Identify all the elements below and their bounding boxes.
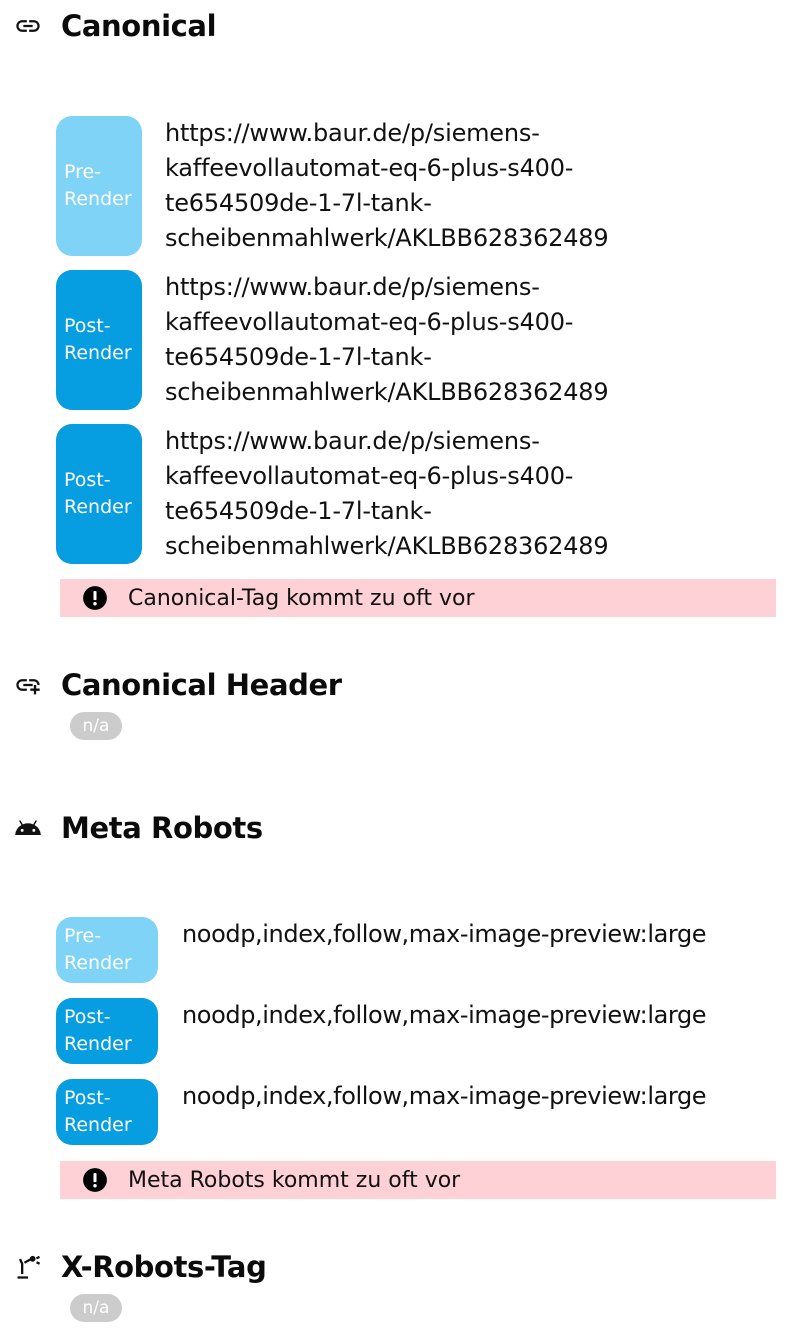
- canonical-heading: Canonical: [12, 6, 217, 46]
- exclamation-circle-icon: [82, 1167, 108, 1193]
- link-add-icon: [12, 669, 44, 701]
- pre-render-badge: Pre- Render: [56, 917, 158, 983]
- robotic-arm-icon: [12, 1251, 44, 1283]
- post-render-badge: Post- Render: [56, 1079, 158, 1145]
- meta-robots-row-post-render: Post- Render noodp,index,follow,max-imag…: [56, 998, 707, 1064]
- canonical-url: https://www.baur.de/p/siemens- kaffeevol…: [165, 119, 609, 252]
- android-robot-icon: [12, 812, 44, 844]
- x-robots-tag-title: X-Robots-Tag: [61, 1250, 267, 1284]
- post-render-badge: Post- Render: [56, 424, 142, 564]
- post-render-badge: Post- Render: [56, 998, 158, 1064]
- meta-robots-row-post-render: Post- Render noodp,index,follow,max-imag…: [56, 1079, 707, 1145]
- warning-text: Canonical-Tag kommt zu oft vor: [128, 585, 475, 611]
- warning-text: Meta Robots kommt zu oft vor: [128, 1167, 461, 1193]
- canonical-header-heading: Canonical Header: [12, 665, 342, 705]
- post-render-badge: Post- Render: [56, 270, 142, 410]
- meta-robots-row-pre-render: Pre- Render noodp,index,follow,max-image…: [56, 917, 707, 983]
- x-robots-tag-heading: X-Robots-Tag: [12, 1247, 267, 1287]
- status-badge: n/a: [70, 712, 122, 740]
- pre-render-badge: Pre- Render: [56, 116, 142, 256]
- exclamation-circle-icon: [82, 585, 108, 611]
- canonical-title: Canonical: [61, 9, 217, 43]
- meta-robots-warning: Meta Robots kommt zu oft vor: [60, 1161, 776, 1199]
- canonical-url: https://www.baur.de/p/siemens- kaffeevol…: [165, 273, 609, 406]
- canonical-url: https://www.baur.de/p/siemens- kaffeevol…: [165, 427, 609, 560]
- status-badge: n/a: [70, 1294, 122, 1322]
- meta-robots-title: Meta Robots: [61, 811, 263, 845]
- meta-robots-heading: Meta Robots: [12, 808, 263, 848]
- meta-robots-value: noodp,index,follow,max-image-preview:lar…: [182, 1001, 707, 1029]
- meta-robots-value: noodp,index,follow,max-image-preview:lar…: [182, 1082, 707, 1110]
- link-icon: [12, 10, 44, 42]
- canonical-row-pre-render: Pre- Render https://www.baur.de/p/siemen…: [56, 116, 685, 256]
- meta-robots-value: noodp,index,follow,max-image-preview:lar…: [182, 920, 707, 948]
- canonical-row-post-render: Post- Render https://www.baur.de/p/sieme…: [56, 270, 685, 410]
- canonical-warning: Canonical-Tag kommt zu oft vor: [60, 579, 776, 617]
- canonical-header-title: Canonical Header: [61, 668, 342, 702]
- canonical-row-post-render: Post- Render https://www.baur.de/p/sieme…: [56, 424, 685, 564]
